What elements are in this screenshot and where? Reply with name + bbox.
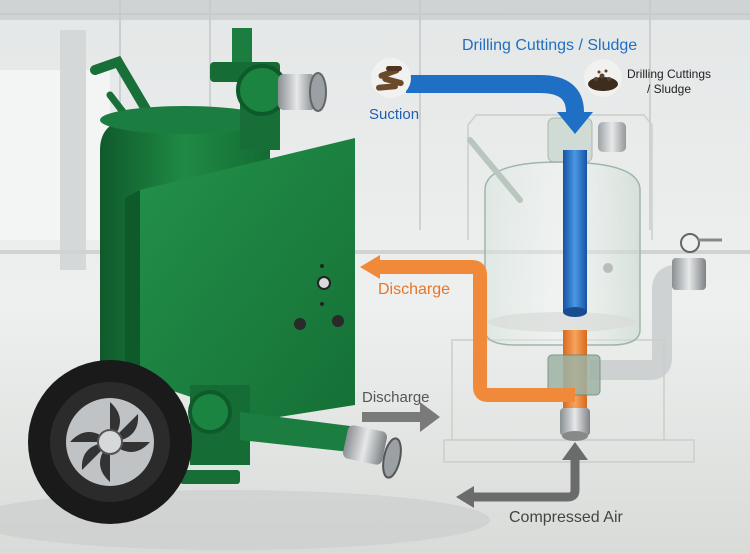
cuttings-right-line1: Drilling Cuttings [627,67,712,81]
cuttings-right-label: Drilling Cuttings / Sludge [627,67,711,97]
discharge-top-label: Discharge [378,281,451,298]
cuttings-pile-icon-right [584,59,622,97]
compressed-air-label: Compressed Air [509,509,623,526]
discharge-bottom-label: Discharge [362,389,430,406]
cuttings-title-label: Drilling Cuttings / Sludge [462,37,638,54]
cuttings-pile-icon [371,58,411,98]
cuttings-right-line2: / Sludge [646,82,692,96]
suction-label: Suction [369,106,420,123]
